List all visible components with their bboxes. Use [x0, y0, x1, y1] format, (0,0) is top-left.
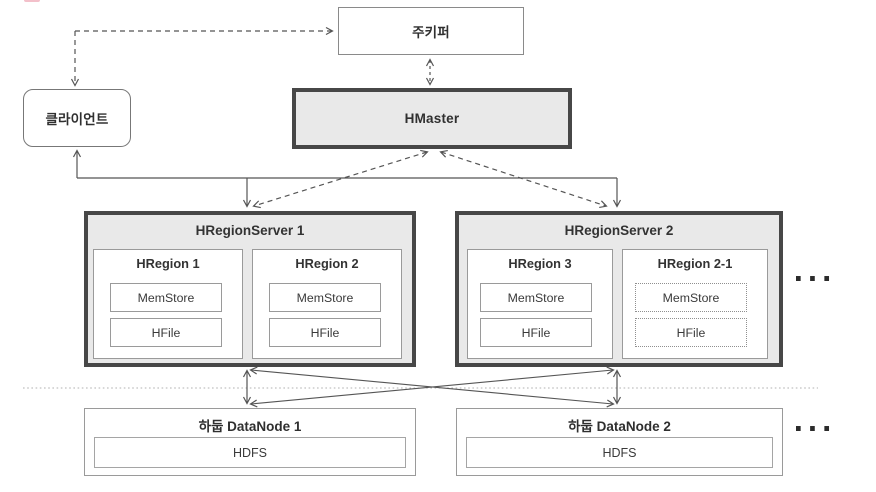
arrow-hregionserver1-datanode2: [249, 366, 615, 408]
hregion2-1-title: HRegion 2-1: [657, 256, 733, 271]
scan-artifact: [24, 0, 40, 2]
zookeeper-label: 주키퍼: [412, 25, 450, 40]
hregion2-1-hfile-box: HFile: [635, 318, 747, 347]
hregionserver2-box: HRegionServer 2 HRegion 3 MemStore HFile…: [455, 211, 783, 367]
hregion1-title: HRegion 1: [136, 256, 200, 271]
hregion1-box: HRegion 1 MemStore HFile: [93, 249, 243, 359]
client-box: 클라이언트: [23, 89, 131, 147]
hregion1-memstore-box: MemStore: [110, 283, 222, 312]
datanode1-title: 하둡 DataNode 1: [198, 419, 302, 434]
more-regionservers-ellipsis: ...: [793, 251, 837, 288]
hregion2-box: HRegion 2 MemStore HFile: [252, 249, 402, 359]
hregion2-memstore-box: MemStore: [269, 283, 381, 312]
hmaster-box: HMaster: [292, 88, 572, 149]
hregionserver1-box: HRegionServer 1 HRegion 1 MemStore HFile…: [84, 211, 416, 367]
datanode1-box: 하둡 DataNode 1 HDFS: [84, 408, 416, 476]
arrow-hmaster-hregionserver1: [252, 149, 429, 209]
more-datanodes-ellipsis: ...: [793, 401, 837, 438]
datanode2-box: 하둡 DataNode 2 HDFS: [456, 408, 783, 476]
hregion2-title: HRegion 2: [295, 256, 359, 271]
hregion2-hfile-box: HFile: [269, 318, 381, 347]
hregion1-hfile-box: HFile: [110, 318, 222, 347]
hmaster-label: HMaster: [404, 111, 460, 126]
arrow-hmaster-hregionserver2: [439, 149, 608, 209]
hregion3-box: HRegion 3 MemStore HFile: [467, 249, 613, 359]
arrow-hregionserver2-datanode1: [249, 366, 615, 408]
hregion3-title: HRegion 3: [508, 256, 572, 271]
datanode2-hdfs-box: HDFS: [466, 437, 773, 468]
hregion3-hfile-box: HFile: [480, 318, 592, 347]
datanode2-title: 하둡 DataNode 2: [568, 419, 671, 434]
hregion3-memstore-box: MemStore: [480, 283, 592, 312]
hregionserver1-title: HRegionServer 1: [195, 223, 305, 238]
zookeeper-box: 주키퍼: [338, 7, 524, 55]
datanode1-hdfs-box: HDFS: [94, 437, 406, 468]
hregion2-1-box: HRegion 2-1 MemStore HFile: [622, 249, 768, 359]
hregion2-1-memstore-box: MemStore: [635, 283, 747, 312]
hregionserver2-title: HRegionServer 2: [564, 223, 674, 238]
client-label: 클라이언트: [45, 112, 109, 127]
